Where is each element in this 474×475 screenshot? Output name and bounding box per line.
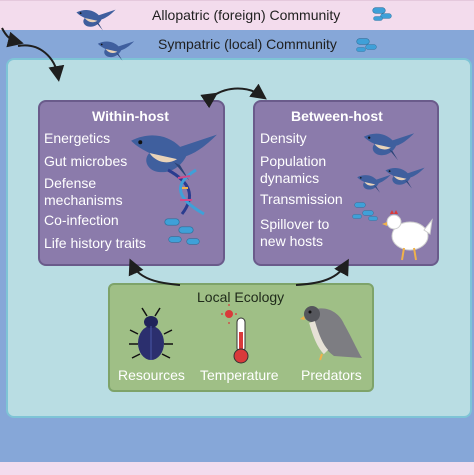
dna-icon: [167, 168, 205, 216]
sympatric-title: Sympatric (local) Community: [158, 36, 337, 52]
item-gut-microbes: Gut microbes: [44, 153, 128, 169]
within-host-title: Within-host: [92, 108, 169, 124]
label-temperature: Temperature: [200, 367, 279, 383]
label-resources: Resources: [118, 367, 185, 383]
swallow-icon-sympatric: [97, 41, 135, 61]
arrow-allopatric-left: [1, 27, 24, 48]
item-co-infection: Co-infection: [44, 212, 119, 228]
item-defense-mechanisms: Defense mechanisms: [44, 175, 123, 208]
swallow-icon-between-3: [385, 167, 425, 189]
microbe-icon-allopatric: [372, 7, 392, 21]
thermometer-icon: [221, 304, 249, 364]
item-spillover: Spillover to new hosts: [260, 216, 330, 249]
label-predators: Predators: [301, 367, 362, 383]
falcon-icon: [300, 306, 362, 361]
item-population-dynamics: Population dynamics: [260, 153, 327, 186]
item-density: Density: [260, 130, 307, 146]
beetle-icon: [129, 307, 173, 360]
chicken-icon: [382, 210, 433, 261]
swallow-icon-between-1: [363, 133, 415, 161]
within-host-panel: Within-host Energetics Gut microbes Defe…: [38, 100, 225, 266]
allopatric-title: Allopatric (foreign) Community: [152, 7, 341, 23]
local-ecology-title: Local Ecology: [197, 289, 285, 305]
microbe-icon-sympatric: [356, 38, 377, 52]
arrow-to-between: [295, 258, 349, 286]
microbe-icon-within-host: [164, 218, 200, 245]
swallow-icon-allopatric: [76, 9, 116, 31]
arrow-within-between: [200, 83, 267, 109]
arrow-into-local: [17, 44, 65, 82]
swallow-icon-between-2: [357, 174, 391, 193]
item-transmission: Transmission: [260, 191, 343, 207]
arrow-to-within: [128, 258, 181, 286]
between-host-title: Between-host: [291, 108, 383, 124]
item-life-history-traits: Life history traits: [44, 235, 146, 251]
item-energetics: Energetics: [44, 130, 111, 146]
microbe-icon-between-host: [352, 202, 378, 221]
